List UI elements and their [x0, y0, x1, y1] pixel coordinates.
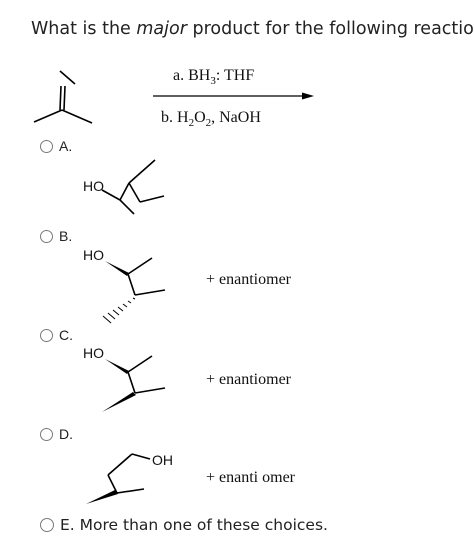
structure-b-wedge [105, 261, 129, 276]
reagent-step-b: b. H2O2, NaOH [161, 109, 261, 129]
structure-c: HO [83, 345, 166, 412]
structure-d: OH [86, 452, 173, 504]
question-text: What is the major product for the follow… [31, 19, 474, 39]
starting-material [33, 70, 93, 124]
structure-a-hydroxyl: HO [83, 178, 104, 194]
choice-d[interactable]: D. [40, 426, 73, 442]
choice-e[interactable]: E. More than one of these choices. [40, 516, 328, 534]
structure-d-hydroxyl: OH [152, 452, 173, 468]
choice-b[interactable]: B. [40, 228, 72, 244]
choice-b-label: B. [59, 228, 73, 244]
structure-c-hydroxyl: HO [83, 345, 104, 361]
choice-c-label: C. [59, 327, 73, 343]
question-prefix: What is the [31, 19, 137, 39]
choice-c-enantiomer: + enantiomer [206, 371, 291, 388]
choice-a-label: A. [59, 138, 73, 154]
choice-b-enantiomer: + enantiomer [206, 271, 291, 288]
radio-choice-c[interactable] [40, 328, 53, 342]
structure-a: HO [83, 159, 165, 215]
structure-d-wedge [86, 490, 118, 504]
radio-choice-d[interactable] [40, 427, 53, 441]
structure-b-hydroxyl: HO [83, 247, 104, 263]
radio-choice-b[interactable] [40, 229, 53, 243]
structure-c-wedge-bottom [102, 392, 136, 412]
choice-a[interactable]: A. [40, 138, 72, 154]
radio-choice-a[interactable] [40, 139, 53, 153]
structure-b-hash [102, 297, 136, 324]
structure-b: HO [83, 247, 166, 324]
choice-e-label: E. More than one of these choices. [60, 516, 328, 534]
question-emphasis: major [136, 19, 187, 39]
reaction-arrowhead [302, 92, 314, 100]
choice-d-label: D. [59, 426, 73, 442]
radio-choice-e[interactable] [40, 518, 54, 532]
choice-d-enantiomer: + enanti omer [206, 469, 295, 486]
reagent-step-a: a. BH3: THF [173, 67, 254, 87]
reaction-scheme: a. BH3: THF b. H2O2, NaOH [33, 67, 314, 129]
structure-c-wedge-top [105, 359, 129, 374]
question-suffix: product for the following reaction? [186, 19, 474, 39]
choice-c[interactable]: C. [40, 327, 73, 343]
